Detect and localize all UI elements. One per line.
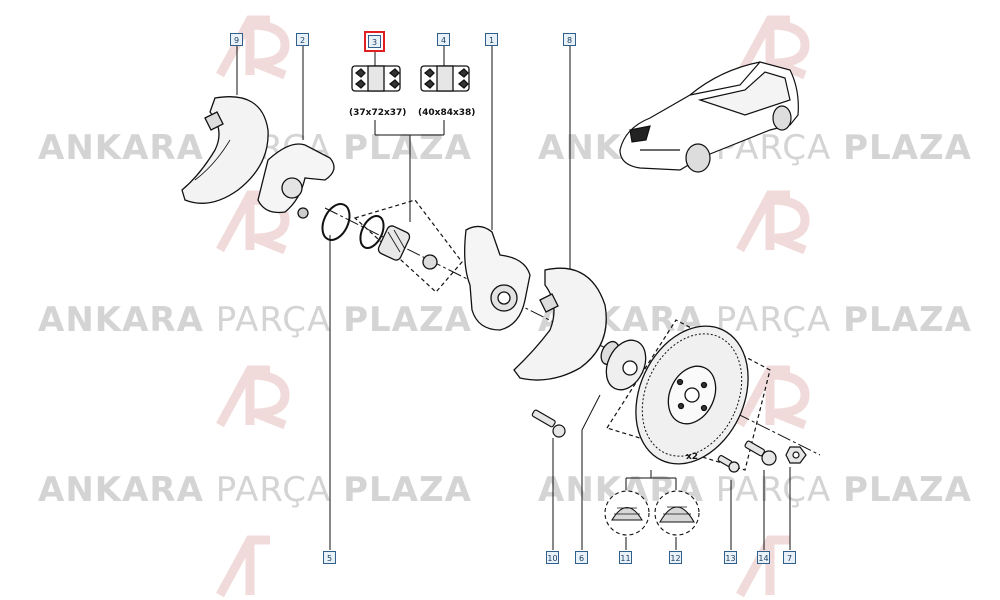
watermark-logos bbox=[216, 15, 810, 598]
watermark-logo bbox=[736, 535, 790, 598]
bearing-4-dimensions: (40x84x38) bbox=[418, 108, 476, 118]
bolt-10 bbox=[531, 409, 566, 438]
thread-detail-11 bbox=[604, 490, 650, 536]
bearing-assembly bbox=[359, 215, 438, 270]
steering-knuckle-1 bbox=[464, 225, 531, 331]
brake-disc bbox=[635, 325, 749, 465]
dust-shield-8 bbox=[513, 267, 607, 381]
quantity-label: x2 bbox=[686, 452, 699, 462]
car-location-illustration bbox=[619, 61, 799, 173]
callout-4[interactable]: 4 bbox=[437, 33, 450, 46]
watermark-logo bbox=[736, 365, 810, 430]
callout-9[interactable]: 9 bbox=[230, 33, 243, 46]
steering-knuckle-2 bbox=[257, 143, 335, 219]
watermark-logo bbox=[216, 365, 290, 430]
watermark-logo bbox=[216, 535, 270, 598]
bearing-3-dimensions: (37x72x37) bbox=[349, 108, 407, 118]
leader-lines bbox=[236, 46, 791, 550]
wheel-hub-6 bbox=[600, 339, 647, 391]
screw-13 bbox=[717, 455, 740, 473]
callout-6[interactable]: 6 bbox=[575, 551, 588, 564]
callout-5[interactable]: 5 bbox=[323, 551, 336, 564]
callout-8[interactable]: 8 bbox=[563, 33, 576, 46]
watermark-logo bbox=[216, 15, 290, 80]
wheel-bolt-14 bbox=[744, 440, 777, 466]
callout-12[interactable]: 12 bbox=[669, 551, 682, 564]
callout-7[interactable]: 7 bbox=[783, 551, 796, 564]
thread-detail-12 bbox=[654, 490, 700, 536]
callout-13[interactable]: 13 bbox=[724, 551, 737, 564]
circlip-5 bbox=[321, 203, 351, 241]
callout-11[interactable]: 11 bbox=[619, 551, 632, 564]
nut-7 bbox=[785, 446, 807, 464]
bearing-group-box bbox=[353, 199, 463, 293]
callout-1[interactable]: 1 bbox=[485, 33, 498, 46]
callout-3[interactable]: 3 bbox=[364, 31, 385, 52]
callout-2[interactable]: 2 bbox=[296, 33, 309, 46]
dust-shield-9 bbox=[181, 96, 269, 204]
bearing-icon-4 bbox=[420, 65, 470, 92]
bearing-icon-3 bbox=[351, 65, 401, 92]
watermark-logo bbox=[736, 190, 810, 255]
callout-10[interactable]: 10 bbox=[546, 551, 559, 564]
callout-14[interactable]: 14 bbox=[757, 551, 770, 564]
